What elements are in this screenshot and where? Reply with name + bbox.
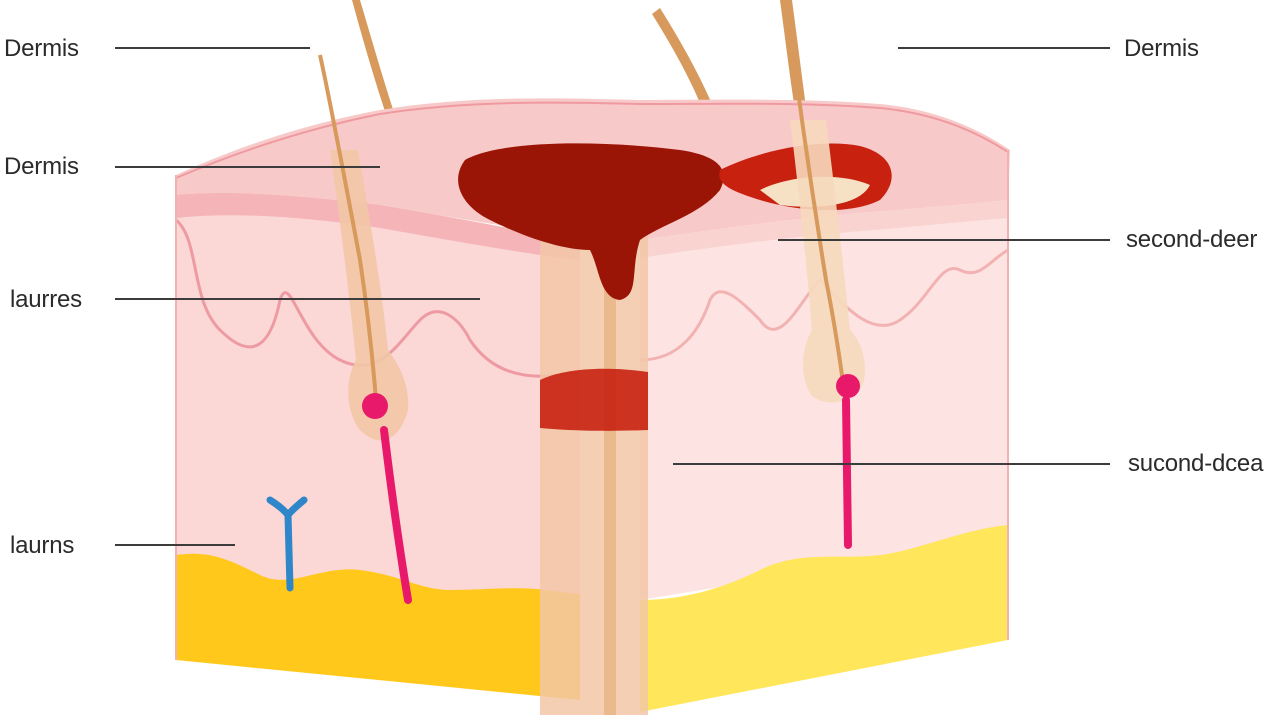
label-dermis-mid-left: Dermis — [4, 153, 79, 180]
burn-wound-column — [540, 225, 648, 715]
burn-wound-core — [604, 240, 616, 715]
dermal-papillae-left — [174, 218, 581, 378]
label-dermis-top-left: Dermis — [4, 35, 79, 62]
burn-surface-eschar — [458, 143, 724, 300]
hair-follicle-right — [790, 120, 866, 403]
burn-wound-deep-zone — [540, 368, 648, 431]
label-layers-upper-left: laurres — [10, 286, 82, 313]
hair-bulb-right — [836, 374, 860, 398]
subcutaneous-fat-right — [640, 525, 1008, 712]
label-second-degree-lower-right: sucond-dcea — [1128, 450, 1264, 477]
leader-line-upper-left — [115, 298, 480, 300]
leader-line-top-left — [115, 47, 310, 49]
leader-line-top-right — [898, 47, 1110, 49]
leader-line-lower-right — [673, 463, 1110, 465]
hair-strand-left — [352, 0, 400, 132]
epidermis-band-left — [176, 193, 580, 260]
hair-bulb-left — [362, 393, 388, 419]
hair-shaft-right — [784, 0, 846, 391]
nerve-fiber-left — [380, 426, 412, 604]
hair-strand-mid — [652, 8, 712, 108]
label-layers-lower-left: laurns — [10, 532, 75, 559]
leader-line-lower-left — [115, 544, 235, 546]
hair-follicle-left — [330, 150, 409, 441]
leader-line-mid-right — [778, 239, 1110, 241]
blood-vessel-blue — [266, 496, 308, 592]
label-second-degree-mid-right: second-deer — [1126, 226, 1258, 253]
hair-shaft-left — [318, 54, 378, 401]
subcutaneous-fat-left — [176, 553, 580, 700]
epidermis-edge-highlight — [175, 101, 1009, 179]
label-dermis-top-right: Dermis — [1124, 35, 1199, 62]
nerve-fiber-right — [842, 396, 852, 549]
leader-line-mid-left — [115, 166, 380, 168]
